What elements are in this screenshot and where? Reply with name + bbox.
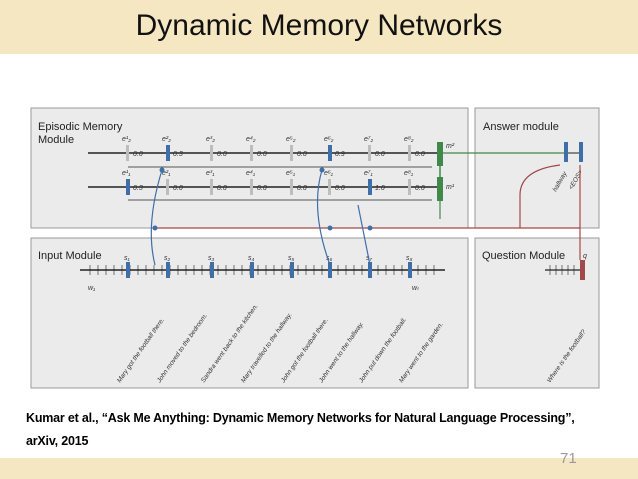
question-module-box bbox=[474, 237, 600, 389]
episode-top-gate-6: 0.9 bbox=[335, 151, 345, 158]
question-to-answer-path bbox=[519, 164, 561, 228]
question-q-label: q bbox=[583, 253, 587, 260]
episode-bottom-cell-1 bbox=[126, 179, 130, 195]
episode-bottom-gate-4: 0.0 bbox=[257, 185, 267, 192]
input-state-label-2: s₂ bbox=[164, 255, 171, 262]
episode-bottom-cell-5 bbox=[290, 179, 293, 195]
feedback-node-s6 bbox=[327, 225, 333, 231]
episode-top-label-7: e⁷₂ bbox=[364, 136, 374, 143]
episode-top-cell-2 bbox=[166, 145, 170, 161]
episode-top-gate-1: 0.0 bbox=[133, 151, 143, 158]
bottom-bar bbox=[0, 458, 638, 479]
episode-top-label-8: e⁸₂ bbox=[404, 136, 414, 143]
episodic-module-label-1: Episodic Memory bbox=[38, 121, 123, 133]
feedback-node-s7 bbox=[367, 225, 373, 231]
episode-top-cell-3 bbox=[210, 145, 213, 161]
input-module-box bbox=[30, 237, 469, 389]
input-state-3 bbox=[210, 262, 214, 278]
feedback-arrow-s6 bbox=[316, 169, 331, 266]
episode-bottom-gate-2: 0.0 bbox=[173, 185, 183, 192]
citation-line-2: arXiv, 2015 bbox=[26, 434, 89, 448]
episode-bottom-gate-7: 1.0 bbox=[375, 185, 385, 192]
episode-bottom-label-3: e³₁ bbox=[206, 170, 215, 177]
episode-bottom-label-4: e⁴₁ bbox=[246, 170, 256, 177]
memory-m1-cell bbox=[437, 177, 443, 201]
episode-top-gate-5: 0.0 bbox=[297, 151, 307, 158]
episode-bottom-label-1: e¹₁ bbox=[122, 170, 131, 177]
episode-bottom-cell-2 bbox=[166, 179, 169, 195]
episode-bottom-cell-7 bbox=[368, 179, 372, 195]
feedback-arrow-s2 bbox=[150, 169, 163, 266]
episode-top-label-3: e³₂ bbox=[206, 136, 215, 143]
episode-top-gate-3: 0.0 bbox=[217, 151, 227, 158]
episode-top-label-1: e¹₂ bbox=[122, 136, 131, 143]
input-state-7 bbox=[368, 262, 372, 278]
episodic-memory-module-box bbox=[30, 107, 469, 229]
episode-top-cell-5 bbox=[290, 145, 293, 161]
input-state-4 bbox=[250, 262, 254, 278]
episode-bottom-gate-3: 0.0 bbox=[217, 185, 227, 192]
episode-top-cell-4 bbox=[250, 145, 253, 161]
input-state-label-8: s₈ bbox=[406, 255, 413, 262]
episode-top-cell-6 bbox=[328, 145, 332, 161]
episode-bottom-label-5: e⁵₁ bbox=[286, 170, 296, 177]
episode-bottom-gate-1: 0.3 bbox=[133, 185, 143, 192]
page-number: 71 bbox=[560, 450, 577, 467]
input-w1-label: w₁ bbox=[88, 285, 96, 292]
input-module-label: Input Module bbox=[38, 250, 102, 262]
episode-node-s6 bbox=[319, 167, 325, 173]
answer-module-box bbox=[474, 107, 600, 229]
episode-top-gate-8: 0.0 bbox=[415, 151, 425, 158]
episode-top-cell-8 bbox=[408, 145, 411, 161]
episode-bottom-cell-3 bbox=[210, 179, 213, 195]
memory-m2-cell bbox=[437, 142, 443, 166]
episodic-module-label-2: Module bbox=[38, 134, 74, 146]
citation: Kumar et al., “Ask Me Anything: Dynamic … bbox=[26, 407, 626, 453]
input-state-label-4: s₄ bbox=[248, 255, 255, 262]
episode-bottom-cell-6 bbox=[328, 179, 331, 195]
feedback-arrow-s7 bbox=[357, 204, 371, 266]
episode-bottom-gate-8: 0.0 bbox=[415, 185, 425, 192]
input-state-1 bbox=[126, 262, 130, 278]
episode-bottom-label-8: e⁸₁ bbox=[404, 170, 414, 177]
citation-line-1: Kumar et al., “Ask Me Anything: Dynamic … bbox=[26, 411, 575, 425]
episode-top-label-5: e⁵₂ bbox=[286, 136, 296, 143]
input-wT-label: wₜ bbox=[412, 285, 420, 292]
episode-top-cell-7 bbox=[368, 145, 371, 161]
episode-top-gate-7: 0.0 bbox=[375, 151, 385, 158]
input-state-label-5: s₅ bbox=[288, 255, 295, 262]
episode-bottom-cell-8 bbox=[408, 179, 411, 195]
input-state-5 bbox=[290, 262, 294, 278]
episode-top-cell-1 bbox=[126, 145, 129, 161]
input-state-2 bbox=[166, 262, 170, 278]
episode-bottom-label-7: e⁷₁ bbox=[364, 170, 374, 177]
episode-top-label-2: e²₂ bbox=[162, 136, 171, 143]
memory-m1-label: m¹ bbox=[446, 184, 455, 191]
episode-bottom-label-2: e²₁ bbox=[162, 170, 171, 177]
input-state-label-6: s₆ bbox=[326, 255, 333, 262]
episode-bottom-cell-4 bbox=[250, 179, 253, 195]
episode-top-label-6: e⁶₂ bbox=[324, 136, 334, 143]
question-module-label: Question Module bbox=[482, 250, 565, 262]
question-state-cell bbox=[580, 260, 585, 280]
answer-cell-2 bbox=[579, 142, 583, 162]
memory-m2-label: m² bbox=[446, 143, 455, 150]
input-state-label-3: s₃ bbox=[208, 255, 215, 262]
episode-bottom-gate-6: 0.0 bbox=[335, 185, 345, 192]
input-state-label-1: s₁ bbox=[124, 255, 131, 262]
episode-bottom-label-6: e⁶₁ bbox=[324, 170, 334, 177]
answer-module-label: Answer module bbox=[483, 121, 559, 133]
slide-title: Dynamic Memory Networks bbox=[135, 9, 503, 42]
input-state-8 bbox=[408, 262, 412, 278]
episode-top-gate-4: 0.0 bbox=[257, 151, 267, 158]
title-bar bbox=[0, 0, 638, 54]
episode-bottom-gate-5: 0.0 bbox=[297, 185, 307, 192]
episode-node-s2 bbox=[159, 167, 165, 173]
input-state-6 bbox=[328, 262, 332, 278]
answer-cell-1 bbox=[564, 142, 568, 162]
episode-top-label-4: e⁴₂ bbox=[246, 136, 256, 143]
episode-top-gate-2: 0.3 bbox=[173, 151, 183, 158]
feedback-node-s2 bbox=[152, 225, 158, 231]
